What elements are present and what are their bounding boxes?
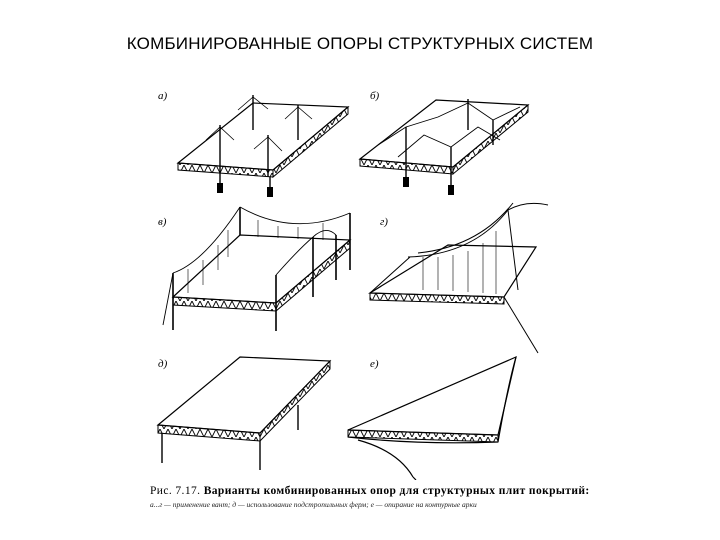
slide-title: КОМБИНИРОВАННЫЕ ОПОРЫ СТРУКТУРНЫХ СИСТЕМ: [126, 34, 594, 53]
panel-v-label: в): [158, 216, 167, 228]
panel-v-drawing: в): [158, 206, 352, 331]
panel-a-drawing: а): [158, 90, 350, 197]
panel-d-drawing: д): [156, 356, 332, 470]
caption-title: Варианты комбинированных опор для структ…: [203, 485, 590, 497]
panel-g-drawing: г): [367, 202, 549, 354]
panel-d-label: д): [158, 358, 168, 370]
figure-caption: Рис. 7.17. Варианты комбинированных опор…: [150, 485, 589, 509]
panel-e-drawing: е): [347, 355, 517, 480]
caption-fig-label: Рис. 7.17.: [150, 485, 201, 497]
panel-a-label: а): [158, 90, 168, 102]
caption-title-line: Рис. 7.17. Варианты комбинированных опор…: [150, 485, 589, 497]
panel-b-label: б): [370, 90, 380, 102]
panel-g-label: г): [380, 216, 388, 228]
figure-drawing: а) б): [156, 90, 549, 480]
panel-e-label: е): [370, 358, 379, 370]
caption-detail: а...г — применение вант; д — использован…: [150, 500, 477, 509]
panel-b-drawing: б): [358, 90, 530, 195]
structural-supports-figure: а) б): [148, 85, 573, 517]
